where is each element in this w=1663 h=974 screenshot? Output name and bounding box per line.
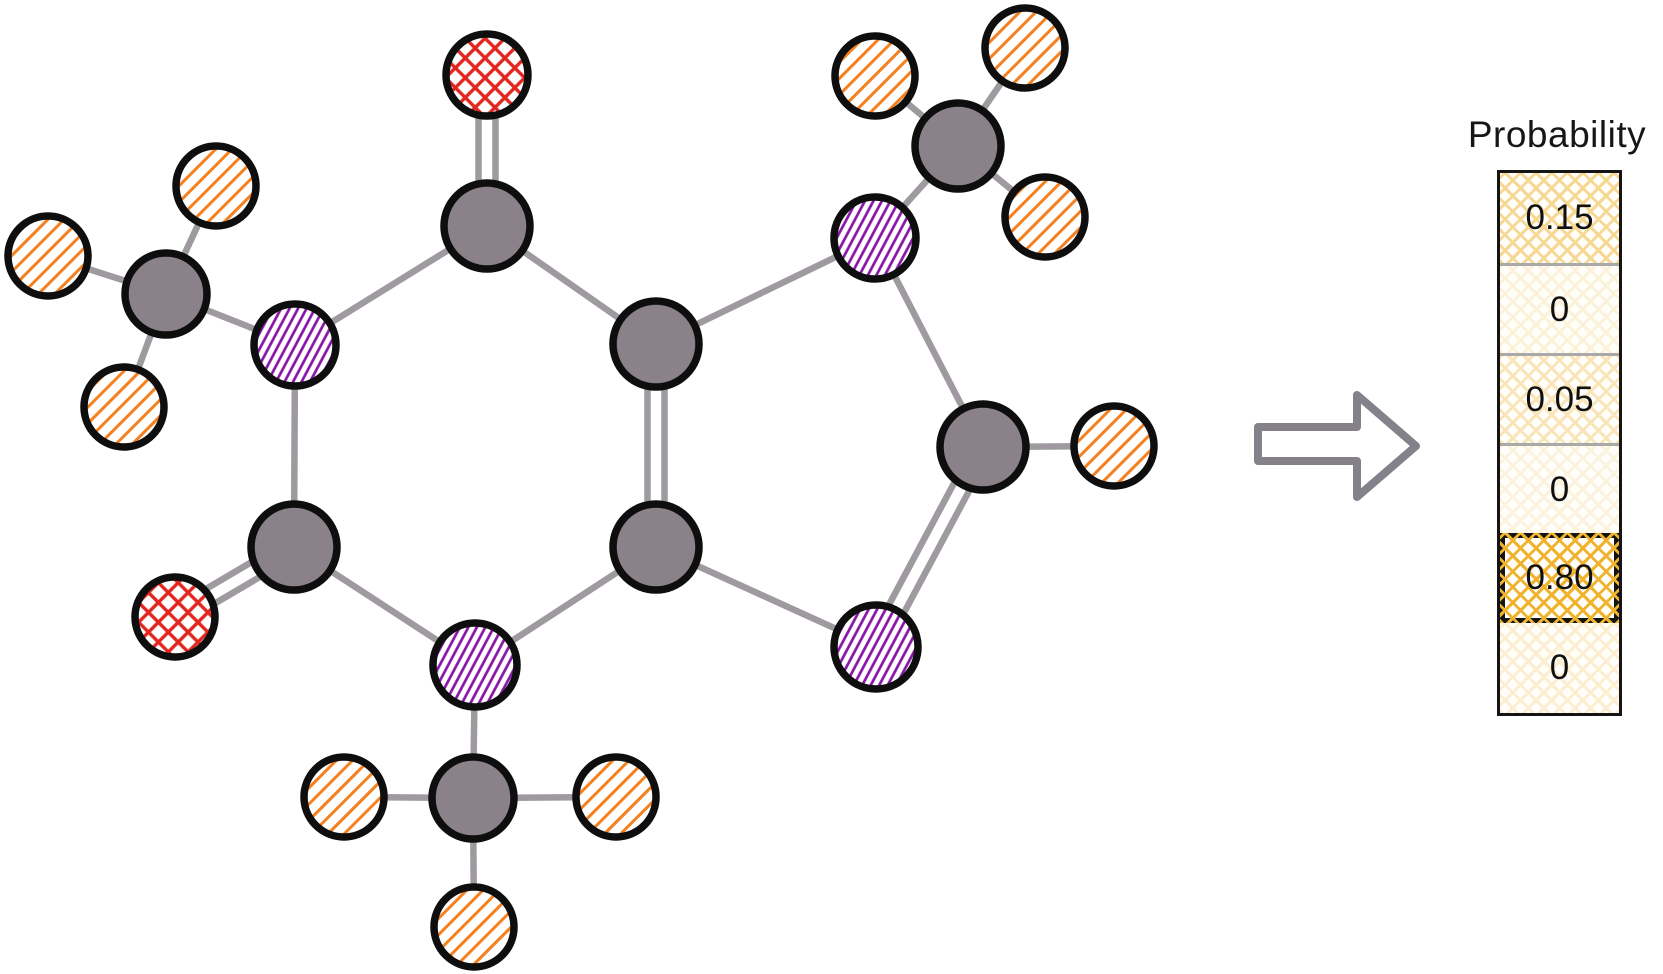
atom-c-c8: [936, 400, 1030, 494]
probability-cell-4: 0.80: [1500, 533, 1619, 623]
probability-value: 0: [1549, 289, 1570, 329]
atom-c-c2: [247, 500, 341, 594]
probability-cell-5: 0: [1500, 623, 1619, 713]
atom-n-n1: [250, 300, 340, 390]
atom-n-n3: [429, 619, 521, 711]
probability-cell-2: 0.05: [1500, 353, 1619, 443]
atom-h-h31: [300, 753, 388, 841]
atom-c-c5: [609, 297, 703, 391]
atom-h-h32: [572, 753, 660, 841]
atom-o-o6: [442, 30, 532, 120]
probability-table: 0.15 0 0.05 0 0.80 0: [1497, 170, 1622, 716]
atom-n-n7: [830, 193, 920, 283]
atom-layer: [4, 4, 1158, 971]
probability-value: 0.05: [1525, 379, 1594, 419]
probability-cell-3: 0: [1500, 443, 1619, 533]
atom-h-h8: [1070, 402, 1158, 490]
atom-o-o2: [131, 573, 219, 661]
probability-title: Probability: [1467, 114, 1647, 155]
atom-h-h11: [172, 142, 260, 230]
atom-c-cm3: [428, 753, 518, 843]
probability-value: 0.80: [1525, 558, 1594, 597]
atom-h-h71: [831, 32, 919, 120]
atom-c-c6: [440, 179, 534, 273]
probability-table-rows: 0.15 0 0.05 0 0.80 0: [1500, 173, 1619, 713]
probability-value: 0: [1549, 648, 1570, 687]
atom-h-h72: [981, 4, 1069, 92]
probability-cell-1: 0: [1500, 263, 1619, 353]
probability-value: 0: [1549, 469, 1570, 509]
atom-h-h13: [80, 363, 168, 451]
atom-h-h33: [430, 883, 518, 971]
atom-h-h73: [1001, 173, 1089, 261]
atom-n-n9: [830, 601, 922, 693]
right-arrow-icon: [1254, 391, 1420, 501]
atom-c-cm1: [121, 249, 211, 339]
atom-c-cm7: [911, 99, 1005, 193]
probability-cell-0: 0.15: [1500, 173, 1619, 263]
probability-value: 0.15: [1525, 198, 1594, 237]
atom-h-h12: [4, 212, 92, 300]
atom-c-c4: [609, 500, 703, 594]
